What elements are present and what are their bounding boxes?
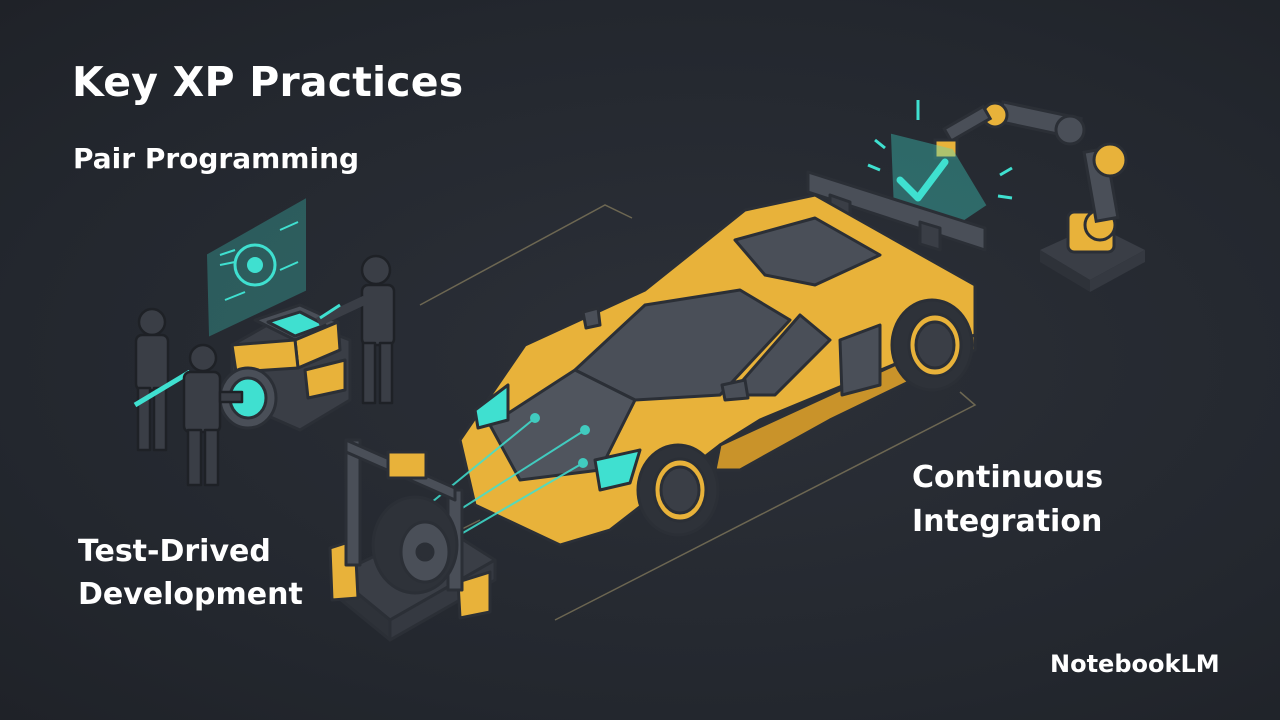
label-ci-line1: Continuous — [912, 460, 1104, 495]
label-test-driven-development: Test-Drived Development — [78, 530, 303, 616]
label-continuous-integration: Continuous Integration — [912, 456, 1103, 544]
hologram-screen-icon — [206, 198, 306, 337]
label-tdd-line1: Test-Drived — [78, 534, 271, 569]
label-tdd-line2: Development — [78, 577, 303, 612]
tire-test-rig-icon — [328, 438, 497, 642]
race-car-icon — [458, 170, 987, 547]
label-pair-programming: Pair Programming — [73, 142, 360, 175]
notebooklm-watermark: NotebookLM — [1050, 650, 1220, 678]
engine-block-icon — [218, 303, 352, 432]
label-ci-line2: Integration — [912, 504, 1103, 539]
robotic-arm-icon — [933, 100, 1145, 292]
slide-title: Key XP Practices — [72, 58, 464, 106]
check-panel-icon — [867, 100, 1013, 227]
engineers-icon — [133, 254, 396, 487]
